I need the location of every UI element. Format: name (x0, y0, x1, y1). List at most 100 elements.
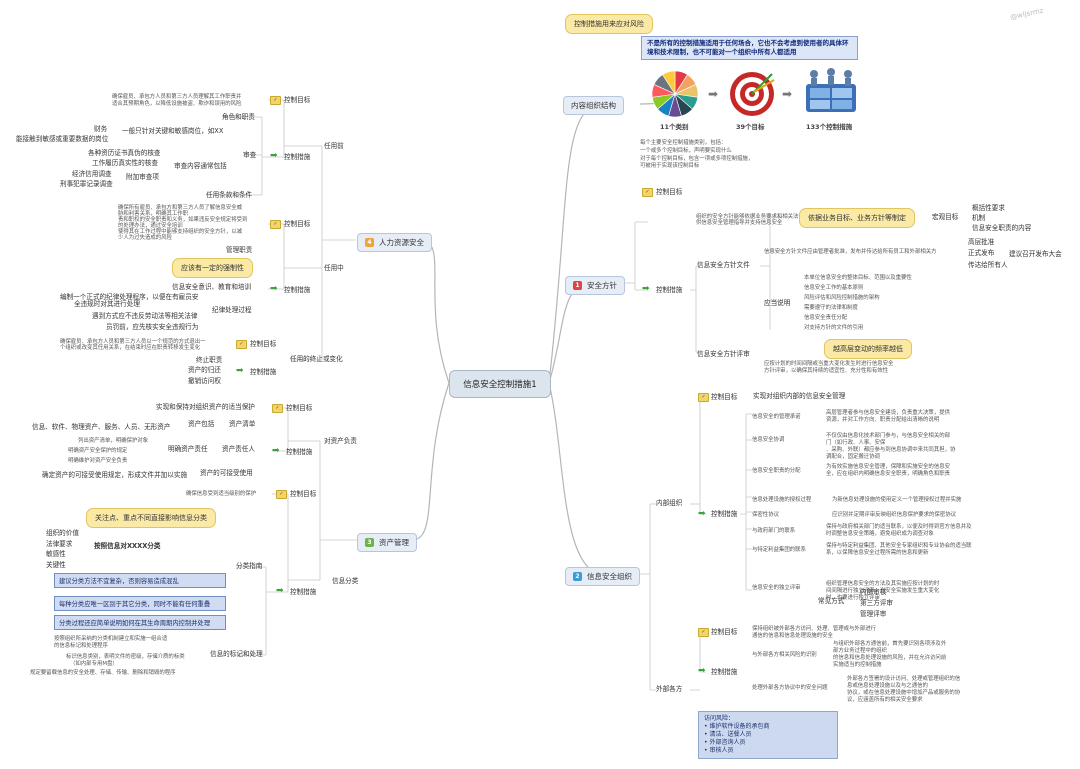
hr-before-measure-label: 控制措施 (284, 153, 311, 161)
hr-during-goal-4: 使得其在工作过程中能够支持组织的安全方针，以减 (118, 229, 242, 235)
org-row-value: 高层管理者参与信息安全建设，负责重大决策，提供 (826, 410, 950, 416)
hr-during-goal-label: 控制目标 (284, 220, 311, 228)
hr-review-label: 审查 (243, 151, 257, 159)
hr-review-item-1: 财务 (94, 125, 108, 133)
asset-marking-4: 规定要留载信息的安全处理、存储、传输、删除和销毁的程序 (30, 670, 176, 676)
asset-class-goal-text: 确保信息受到适当级别的保护 (186, 491, 257, 497)
review-text-2: 方针评审，以确保其持续的适宜性、充分性和有效性 (764, 368, 888, 374)
risk-title: 访问风险： (704, 715, 735, 722)
internal-desc-3: 可被用于实现该控制目标 (640, 163, 700, 169)
asset-owner-item-2: 明确维护对资产安全负责 (68, 458, 128, 464)
release-item-1: 正式发布 (968, 249, 995, 257)
hr-content-item-3: 刑事犯罪记录调查 (60, 180, 113, 188)
org-inner-label: 内部组织 (656, 499, 683, 507)
org-row-value: 组织管理信息安全的方法及其实施应按计划的时 (826, 581, 940, 587)
asset-marking-0: 按照组织所采纳的分类机制建立和实施一组合适 (54, 636, 168, 642)
hr-end-goal-1: 个组织或改变其任用关系，在结束时应在职责转移发生变化 (60, 345, 201, 351)
number-badge: 3 (365, 538, 374, 547)
asset-resp-measure-label: 控制措施 (286, 448, 313, 456)
often-item-0: 内部审核 (860, 588, 887, 596)
asset-use-text: 确定资产的可接受使用规定，形成文件并加以实施 (42, 471, 188, 479)
org-row-value: 不仅仅由信息化技术部门参与，与信息安全相关的部 (826, 433, 950, 439)
branch-security-organization[interactable]: 2 信息安全组织 (565, 567, 640, 586)
root-topic[interactable]: 信息安全控制措施1 (449, 370, 551, 398)
approve-item-2: 信息安全职责的内容 (972, 224, 1032, 232)
check-icon: ✓ (272, 404, 283, 413)
asset-marking-label: 信息的标记和处理 (210, 650, 263, 658)
outer-row-0-v3: 实施适当的控制措施 (833, 662, 882, 668)
outer-goal-text-1: 保持组织被外部各方访问、处理、管理或与外部进行 (752, 626, 876, 632)
puzzle-people-icon (806, 68, 856, 112)
hr-during-goal-0: 确保所有雇员、承包方和第三方人员了解信息安全威 (118, 205, 242, 211)
hr-during-goal-1: 胁和利害关系，明确其工作职 (118, 211, 189, 217)
branch-label: 资产管理 (379, 538, 409, 547)
org-row-value: 资源，并对工作方向、职责分配给出清晰的说明 (826, 417, 940, 423)
asset-marking-3: （如内部专用M盘） (70, 661, 118, 667)
org-row-key: 与特定利益集团的联系 (752, 547, 806, 553)
asset-resp-goal-label: 控制目标 (286, 404, 313, 412)
check-icon: ✓ (698, 628, 709, 637)
org-row-value: 应识别并定期评审反映组织信息保护要求的保密协议 (832, 512, 956, 518)
callout-text: 应该有一定的强制性 (181, 264, 244, 272)
asset-owner-item-1: 明确资产安全保护的规定 (68, 448, 128, 454)
outer-row-0-v2: 的信息和信息处理设施的风险，并在允许访问前 (833, 655, 947, 661)
asset-owner-extra: 明确资产责任 (168, 445, 208, 453)
should-item-5: 对支持方针的文件的引用 (804, 325, 864, 331)
root-title: 信息安全控制措施1 (463, 380, 537, 390)
org-row-key: 保密性协议 (752, 512, 779, 518)
arrow-icon: ➡ (270, 284, 278, 294)
hr-end-item-2: 撤销访问权 (188, 377, 221, 385)
arrow-icon: ➡ (642, 284, 650, 294)
org-measure-label: 控制措施 (711, 510, 738, 518)
outer-row-0-v1: 部方业务过程中的组织 (833, 648, 887, 654)
hr-during-goal-3: 的处理办法，通过安全培训 (118, 223, 183, 229)
should-item-3: 需要遵守的法律和制度 (804, 305, 858, 311)
outer-row-1-v2: 协议，或在信息处理设施中增加产品或服务的协 (847, 690, 961, 696)
hr-disc-extra-1: 员罚前，应先核实安全违规行为 (106, 323, 199, 331)
arrow-icon: ➡ (236, 366, 244, 376)
arrow-icon: ➡ (782, 87, 793, 101)
often-item-2: 管理评审 (860, 610, 887, 618)
callout-controls-risk: 控制措施用来应对风险 (565, 14, 653, 34)
policy-measure-label: 控制措施 (656, 286, 683, 294)
review-text-1: 应按计划的时间间隔或当重大变化发生时进行信息安全 (764, 361, 894, 367)
org-row-key: 信息安全协调 (752, 437, 785, 443)
arrow-icon: ➡ (276, 586, 284, 596)
number-badge: 1 (573, 281, 582, 290)
org-row-value: 时，也要进行独立评审 (826, 595, 880, 601)
arrow-icon: ➡ (698, 509, 706, 519)
branch-asset-management[interactable]: 3 资产管理 (357, 533, 417, 552)
should-label: 应当说明 (764, 299, 791, 307)
hr-before-goal-text-1: 适合其预期角色，以降低设施被盗、欺诈和误用的风险 (112, 101, 242, 107)
policy-doc-text: 信息安全方针文件应由管理者批准，发布并传达给所有员工和外部相关方 (764, 249, 937, 255)
asset-by-item-1: 法律要求 (46, 540, 73, 548)
branch-label: 信息安全组织 (587, 572, 632, 581)
asset-list-item-0: 信息、软件、物理资产、服务、人员、无形资产 (32, 423, 171, 431)
asset-list-item-1: 资产包括 (188, 420, 215, 428)
org-row-value: 、采购、外联）都应参与到信息协调中来共同其担，协 (826, 447, 956, 453)
org-goal-label: 控制目标 (711, 393, 738, 401)
hr-during-measure-label: 控制措施 (284, 286, 311, 294)
branch-internal-structure[interactable]: 内容组织结构 (563, 96, 624, 115)
should-item-4: 信息安全责任分配 (804, 315, 848, 321)
top-note: 不是所有的控制措施适用于任何场合，它也不会考虑到使用者的具体环境和技术限制，也不… (641, 36, 858, 60)
callout-asset: 关注点、重点不同直接影响信息分类 (86, 508, 216, 528)
check-icon: ✓ (698, 393, 709, 402)
asset-class-goal-label: 控制目标 (290, 490, 317, 498)
asset-class-label: 信息分类 (332, 577, 359, 585)
org-row-value: 门（如行政、人事、安保 (826, 440, 886, 446)
asset-by-item-3: 关键性 (46, 561, 66, 569)
outer-row-1-key: 处理外部各方协议中的安全问题 (752, 685, 828, 691)
risk-item-3: • 审核人员 (704, 747, 734, 754)
hr-disc-label: 纪律处理过程 (212, 306, 252, 314)
number-badge: 2 (573, 572, 582, 581)
hr-before-goal-text-0: 确保雇员、承包方人员和第三方人员理解其工作职责并 (112, 94, 242, 100)
asset-box-0: 建议分类方法不宜复杂，否则容易造成混乱 (54, 573, 226, 588)
asset-use-label: 资产的可接受使用 (200, 469, 253, 477)
check-icon: ✓ (270, 220, 281, 229)
check-icon: ✓ (236, 340, 247, 349)
hr-terms: 任用条款和条件 (206, 191, 253, 199)
check-icon: ✓ (642, 188, 653, 197)
